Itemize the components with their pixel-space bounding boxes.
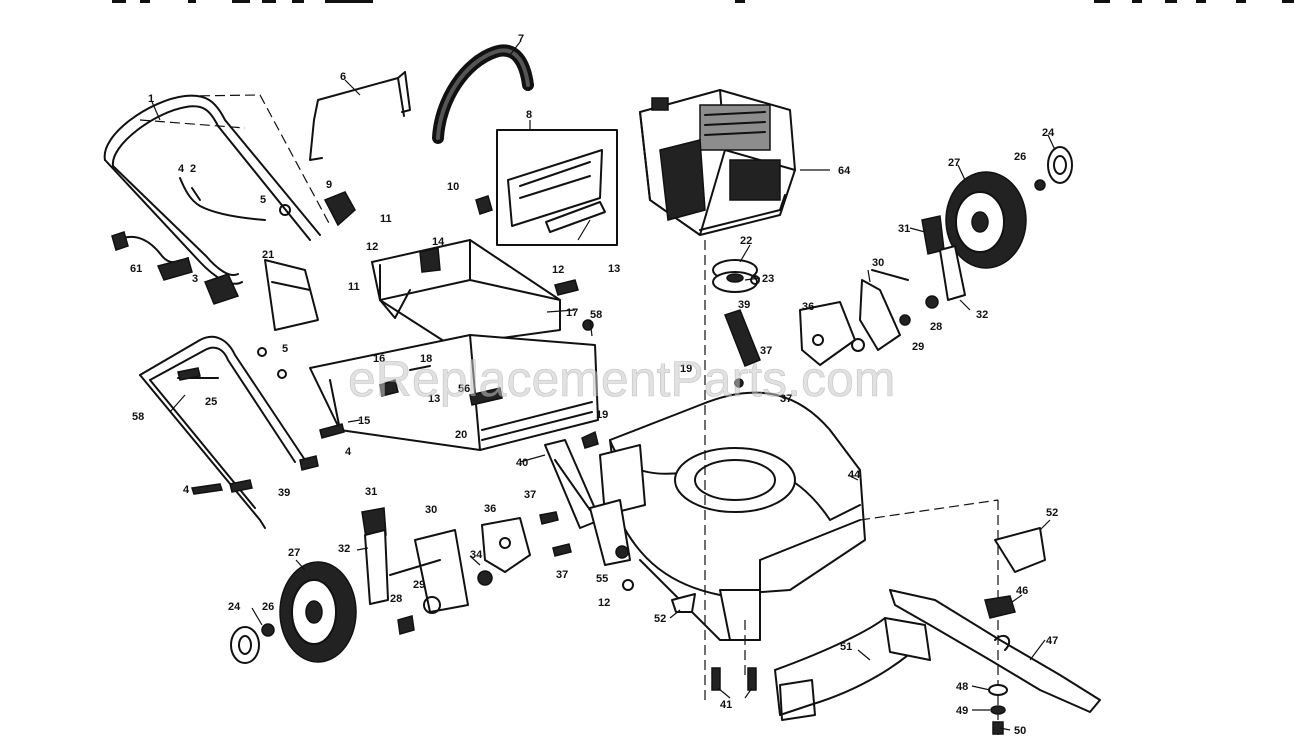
control-cables [111,177,356,305]
handle-grip [432,44,534,144]
callout-13: 13 [608,263,620,275]
callout-20: 20 [455,429,467,441]
callout-50: 50 [1014,725,1026,737]
callout-51: 51 [840,641,852,653]
callout-31: 31 [898,223,910,235]
callout-7: 7 [518,33,524,45]
callout-56: 56 [458,383,470,395]
callout-40: 40 [516,457,528,469]
callout-18: 18 [420,353,432,365]
callout-52b: 52 [654,613,666,625]
callout-19b: 19 [596,409,608,421]
mower-deck [599,240,866,700]
upper-handle [103,94,331,285]
callout-26b: 26 [262,601,274,613]
callout-30: 30 [872,257,884,269]
callout-49: 49 [956,705,968,717]
callout-47: 47 [1046,635,1058,647]
callout-11b: 11 [348,281,360,293]
callout-30b: 30 [425,504,437,516]
callout-36: 36 [802,301,814,313]
callout-17: 17 [566,307,578,319]
callout-19: 19 [680,363,692,375]
callout-58b: 58 [132,411,144,423]
callout-36b: 36 [484,503,496,515]
callout-26: 26 [1014,151,1026,163]
callout-41: 41 [720,699,732,711]
callout-27b: 27 [288,547,300,559]
bag-frame [371,239,579,346]
rear-flap-kit [496,129,618,246]
callout-58: 58 [590,309,602,321]
callout-64: 64 [838,165,851,177]
side-bracket [539,430,634,591]
right-rear-wheel [799,146,1073,366]
watermark: eReplacementParts.com [348,351,895,407]
bolt-10 [475,195,493,215]
callout-44: 44 [848,469,861,481]
callout-6: 6 [340,71,346,83]
header-fragments [112,0,1294,3]
callout-21: 21 [262,249,274,261]
callout-4: 4 [178,163,185,175]
callout-2: 2 [190,163,196,175]
callout-12: 12 [366,241,378,253]
height-bracket [264,259,319,331]
blade [859,499,1101,740]
callout-15: 15 [358,415,370,427]
callout-14: 14 [432,236,445,248]
blade-adapter [984,595,1016,735]
callout-1: 1 [148,93,154,105]
callout-29b: 29 [413,579,425,591]
callout-27: 27 [948,157,960,169]
callout-4b: 4 [345,446,352,458]
callout-4c: 4 [183,484,190,496]
callout-8: 8 [526,109,532,121]
callout-9: 9 [326,179,332,191]
callout-24: 24 [1042,127,1055,139]
callout-37c: 37 [524,489,536,501]
callout-5: 5 [260,194,266,206]
callout-labels: 1 6 7 8 4 2 5 9 10 61 3 21 11 12 14 11 1… [130,33,1058,737]
leader-lines [151,41,1056,731]
callout-3: 3 [192,273,198,285]
callout-12c: 12 [598,597,610,609]
callout-37d: 37 [556,569,568,581]
callout-22: 22 [740,235,752,247]
bail-bar [309,71,411,161]
baffle [671,527,1046,613]
callout-28b: 28 [390,593,402,605]
lower-handle [139,335,306,529]
callout-5b: 5 [282,343,288,355]
callout-28: 28 [930,321,942,333]
callout-39: 39 [738,299,750,311]
mulch-plate [774,617,931,721]
callout-39b: 39 [278,487,290,499]
callout-52: 52 [1046,507,1058,519]
callout-32: 32 [976,309,988,321]
callout-10: 10 [447,181,459,193]
callout-37: 37 [760,345,772,357]
callout-25: 25 [205,396,217,408]
callout-13b: 13 [428,393,440,405]
drive-pulley [712,259,761,367]
callout-23: 23 [762,273,774,285]
callout-12b: 12 [552,264,564,276]
callout-32b: 32 [338,543,350,555]
callout-31b: 31 [365,486,377,498]
engine [639,89,796,236]
fasteners [177,319,757,691]
left-rear-wheel [230,507,531,664]
callout-37b: 37 [780,393,792,405]
callout-34: 34 [470,549,483,561]
callout-46: 46 [1016,585,1028,597]
callout-11: 11 [380,213,392,225]
callout-29: 29 [912,341,924,353]
callout-24b: 24 [228,601,241,613]
callout-55: 55 [596,573,608,585]
callout-61: 61 [130,263,142,275]
callout-16: 16 [373,353,385,365]
callout-48: 48 [956,681,968,693]
